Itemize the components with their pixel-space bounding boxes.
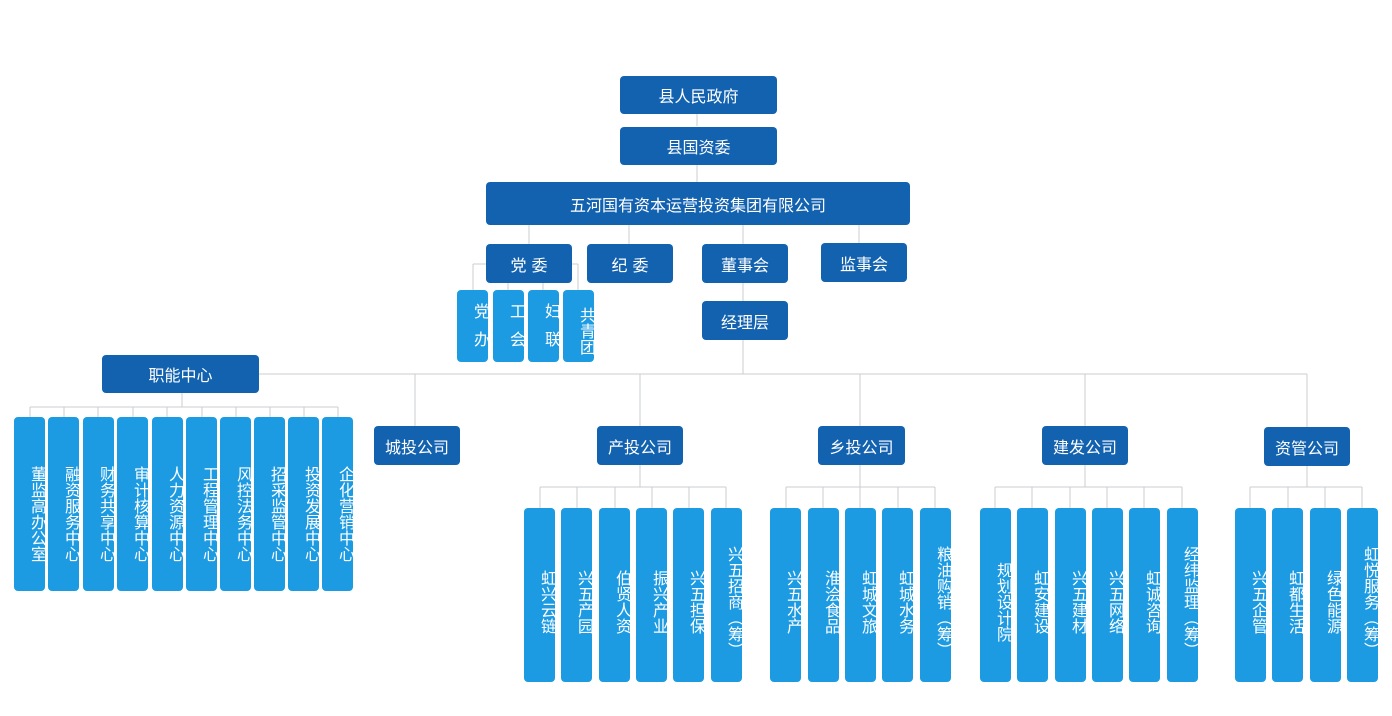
functional-item: 董监高办公室 — [14, 417, 47, 591]
discipline-committee-node: 纪 委 — [587, 244, 673, 283]
subsidiary-node: 振兴产业 — [636, 508, 669, 682]
functional-item: 审计核算中心 — [117, 417, 150, 591]
ziguan-company-node: 资管公司 — [1264, 427, 1350, 466]
subsidiary-node: 虹兴云链 — [524, 508, 557, 682]
subsidiary-node: 规划设计院 — [980, 508, 1013, 682]
subsidiary-node: 兴五担保 — [673, 508, 706, 682]
functional-item: 人力资源中心 — [152, 417, 185, 591]
county-government-node: 县人民政府 — [620, 76, 777, 114]
xiangtou-company-node: 乡投公司 — [818, 426, 905, 465]
subsidiary-node: 兴五网络 — [1092, 508, 1125, 682]
subsidiary-node: 淮浍食品 — [808, 508, 841, 682]
subsidiary-node: 兴五招商（筹） — [711, 508, 744, 682]
board-of-directors-node: 董事会 — [702, 244, 788, 283]
subsidiary-node: 兴五产园 — [561, 508, 594, 682]
subsidiary-node: 绿色能源 — [1310, 508, 1343, 682]
discipline-committee-label: 纪 委 — [611, 255, 649, 275]
subsidiary-node: 经纬监理（筹） — [1167, 508, 1200, 682]
subsidiary-node: 虹诚咨询 — [1129, 508, 1162, 682]
management-node: 经理层 — [702, 301, 788, 340]
functional-item: 企化营销中心 — [322, 417, 355, 591]
subsidiary-node: 兴五水产 — [770, 508, 803, 682]
functional-item: 招采监管中心 — [254, 417, 287, 591]
party-committee-node: 党 委 — [486, 244, 572, 283]
functional-item: 投资发展中心 — [288, 417, 321, 591]
subsidiary-node: 兴五建材 — [1055, 508, 1088, 682]
functional-item: 风控法务中心 — [220, 417, 253, 591]
board-of-supervisors-node: 监事会 — [821, 243, 907, 282]
functional-center-node: 职能中心 — [102, 355, 259, 393]
youth-league-node: 共青团 — [563, 290, 596, 362]
subsidiary-node: 虹安建设 — [1017, 508, 1050, 682]
subsidiary-node: 虹悦服务（筹） — [1347, 508, 1380, 682]
group-company-node: 五河国有资本运营投资集团有限公司 — [486, 182, 910, 225]
subsidiary-node: 虹城水务 — [882, 508, 915, 682]
functional-item: 融资服务中心 — [48, 417, 81, 591]
subsidiary-node: 伯贤人资 — [599, 508, 632, 682]
womens-federation-node: 妇联 — [528, 290, 561, 362]
party-committee-label: 党 委 — [510, 255, 548, 275]
chengtou-company-node: 城投公司 — [374, 426, 460, 465]
jianfa-company-node: 建发公司 — [1042, 426, 1128, 465]
chantou-company-node: 产投公司 — [597, 426, 683, 465]
subsidiary-node: 虹城文旅 — [845, 508, 878, 682]
party-office-node: 党办 — [457, 290, 490, 362]
subsidiary-node: 兴五企管 — [1235, 508, 1268, 682]
functional-item: 工程管理中心 — [186, 417, 219, 591]
state-assets-commission-node: 县国资委 — [620, 127, 777, 165]
functional-item: 财务共享中心 — [83, 417, 116, 591]
subsidiary-node: 虹都生活 — [1272, 508, 1305, 682]
labor-union-node: 工会 — [493, 290, 526, 362]
subsidiary-node: 粮油购销（筹） — [920, 508, 953, 682]
